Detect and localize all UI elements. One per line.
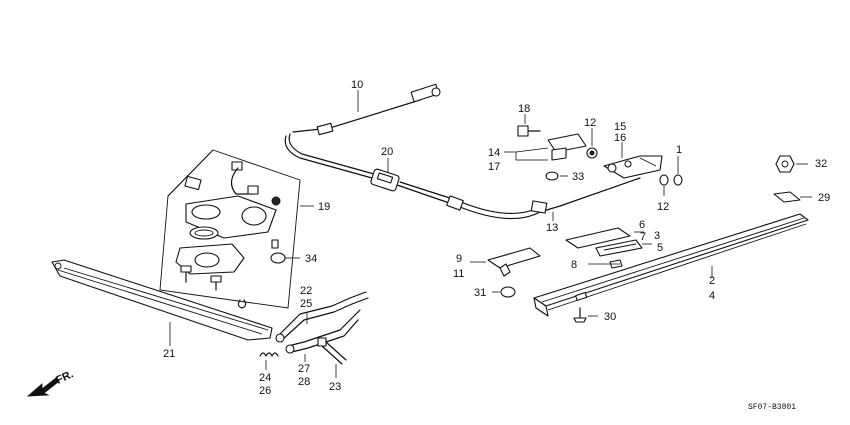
- callout-1: 1: [676, 144, 682, 156]
- callout-9: 9: [456, 253, 462, 265]
- callout-26: 26: [259, 385, 271, 397]
- callout-4: 4: [709, 290, 715, 302]
- callout-14: 14: [488, 147, 500, 159]
- guide-rail-assembly: [270, 213, 809, 323]
- front-drain-trim: [51, 259, 273, 341]
- callout-23: 23: [329, 381, 341, 393]
- callout-32: 32: [815, 158, 827, 170]
- callout-10: 10: [351, 79, 363, 91]
- callout-28: 28: [298, 376, 310, 388]
- motor-assembly-group: [159, 149, 301, 309]
- callout-27: 27: [298, 363, 310, 375]
- diagram-code: SF07-B3801: [748, 403, 796, 412]
- callout-5: 5: [657, 242, 663, 254]
- sunroof-cable-assembly: [284, 83, 641, 220]
- callout-13: 13: [546, 222, 558, 234]
- front-direction-indicator: FR.: [26, 368, 75, 397]
- callout-29: 29: [818, 192, 830, 204]
- callout-34: 34: [305, 253, 317, 265]
- callout-18: 18: [518, 103, 530, 115]
- leader-lines: [169, 90, 812, 378]
- callout-11: 11: [453, 268, 464, 280]
- callout-16: 16: [614, 132, 626, 144]
- callout-31: 31: [474, 287, 486, 299]
- callout-15: 15: [614, 121, 626, 133]
- callout-3: 3: [654, 230, 660, 242]
- callout-24: 24: [259, 372, 271, 384]
- rear-mechanism-hardware: [517, 125, 801, 203]
- direction-label: FR.: [54, 368, 75, 386]
- callout-25: 25: [300, 298, 312, 310]
- motor-gasket: [189, 226, 219, 240]
- callout-30: 30: [604, 311, 616, 323]
- callout-20: 20: [381, 146, 393, 158]
- callout-2: 2: [709, 275, 715, 287]
- front-arrow-icon: [26, 377, 59, 397]
- callout-7: 7: [640, 231, 646, 243]
- callout-12-lower: 12: [657, 201, 669, 213]
- callout-8: 8: [571, 259, 577, 271]
- callout-22: 22: [300, 285, 312, 297]
- callout-12-upper: 12: [584, 117, 596, 129]
- callout-19: 19: [318, 201, 330, 213]
- callout-17: 17: [488, 161, 500, 173]
- link-assemblies: [259, 291, 369, 365]
- callout-6: 6: [639, 219, 645, 231]
- callout-21: 21: [163, 348, 175, 360]
- callout-numbers: 1 2 3 4 5 6 7 8 9 10 11 12 12 13 14 15 1…: [163, 79, 830, 397]
- callout-33: 33: [572, 171, 584, 183]
